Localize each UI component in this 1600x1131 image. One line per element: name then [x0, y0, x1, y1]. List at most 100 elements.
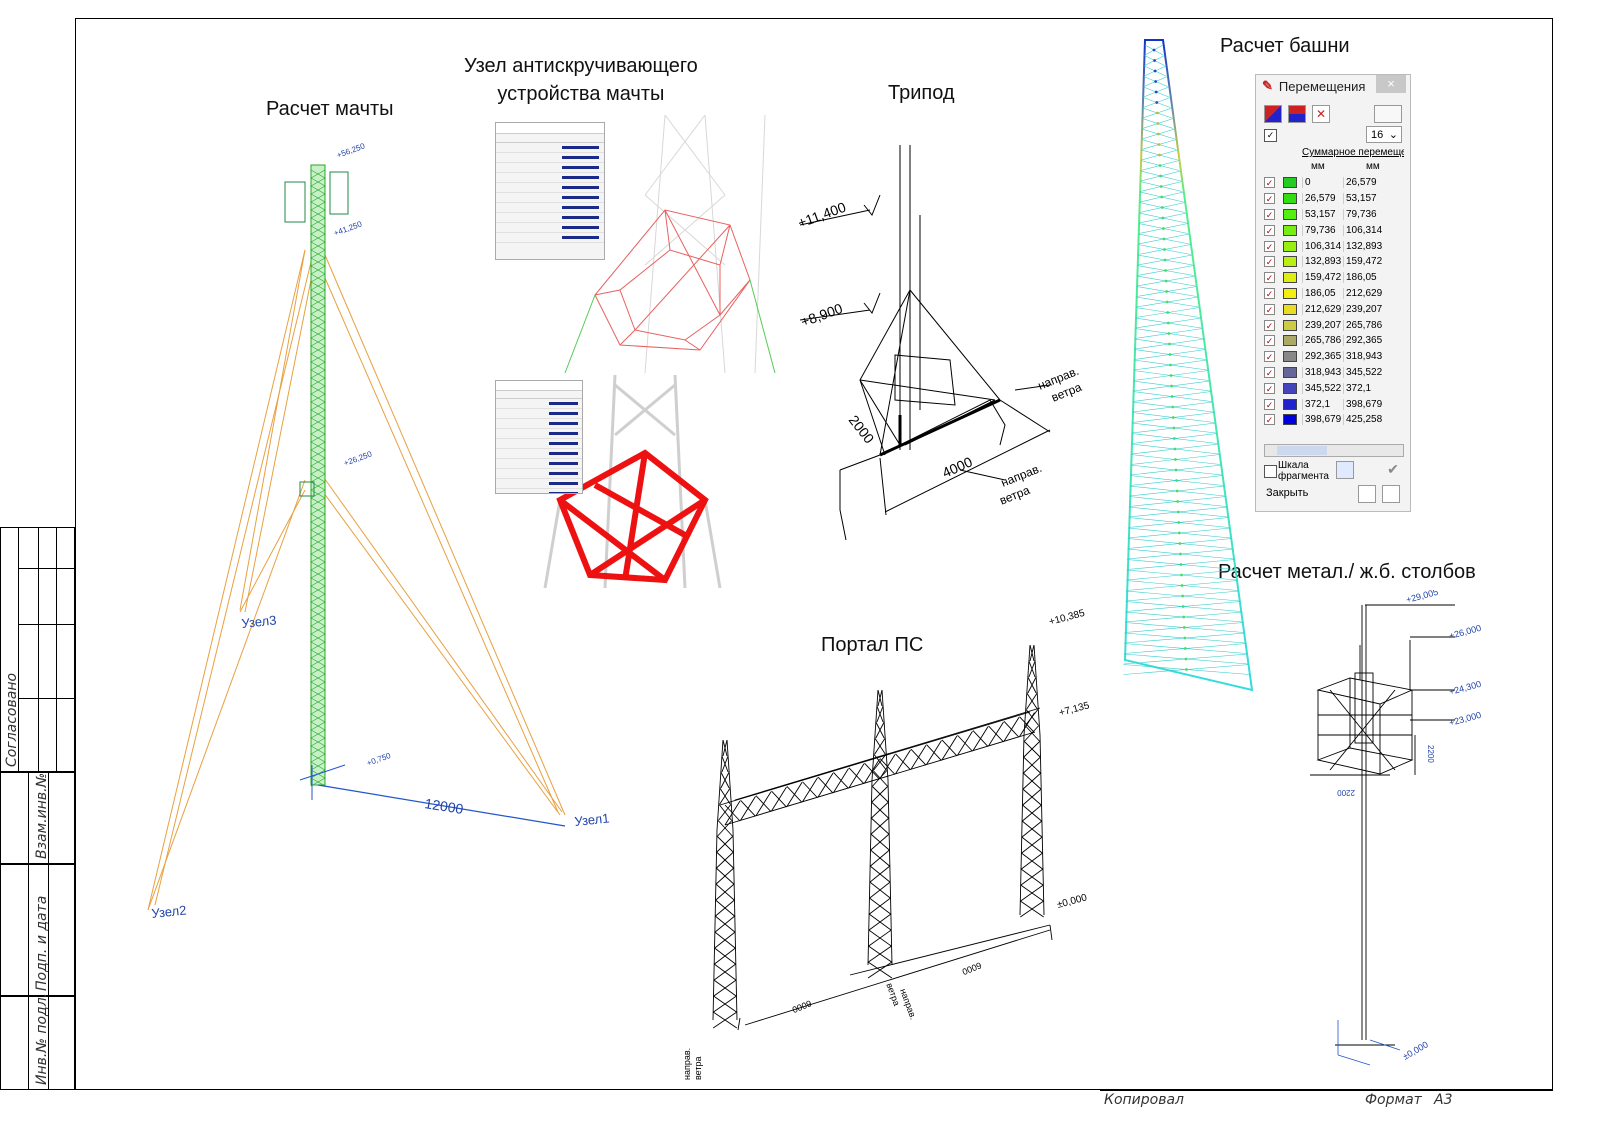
color-swatch[interactable]	[1283, 272, 1297, 284]
color-swatch[interactable]	[1283, 319, 1297, 331]
range-from: 79,736	[1302, 224, 1343, 236]
guy-wires	[147, 249, 566, 911]
color-swatch[interactable]	[1283, 414, 1297, 426]
node-device-lines	[594, 209, 751, 351]
close-button[interactable]: Закрыть	[1266, 487, 1309, 499]
tower-mesh	[1123, 44, 1250, 675]
count-select[interactable]: 16 ⌄	[1366, 126, 1402, 143]
range-to: 292,365	[1343, 335, 1396, 347]
elev-top: +56,250	[336, 141, 367, 160]
export-icon[interactable]	[1358, 485, 1376, 503]
color-swatch[interactable]	[1283, 208, 1297, 220]
export-all-icon[interactable]	[1382, 485, 1400, 503]
portal-elev-top: +10,385	[1048, 608, 1086, 628]
row-checkbox[interactable]: ✓	[1264, 366, 1275, 378]
title-poles: Расчет метал./ ж.б. столбов	[1218, 561, 1476, 583]
pole-elev1: +29,005	[1405, 590, 1439, 605]
row-checkbox[interactable]: ✓	[1264, 319, 1275, 331]
color-swatch[interactable]	[1283, 366, 1297, 378]
mini-row	[496, 193, 604, 203]
color-swatch[interactable]	[1283, 193, 1297, 205]
refresh-icon[interactable]	[1336, 461, 1354, 479]
row-checkbox[interactable]: ✓	[1264, 382, 1275, 394]
color-swatch[interactable]	[1283, 256, 1297, 268]
label-agreed: Согласовано	[4, 672, 20, 767]
range-to: 372,1	[1343, 382, 1396, 394]
tower-outline	[1123, 39, 1254, 692]
row-checkbox[interactable]: ✓	[1264, 208, 1275, 220]
table-header: Суммарное перемеще	[1302, 147, 1404, 158]
mini-row	[496, 203, 604, 213]
scale-settings-icon[interactable]	[1374, 105, 1402, 123]
row-checkbox[interactable]: ✓	[1264, 193, 1275, 205]
grid-off-icon[interactable]: ✕	[1312, 105, 1330, 123]
mini-row	[496, 409, 582, 419]
node-wireframe-top	[564, 114, 776, 374]
scale-checkbox[interactable]	[1264, 465, 1277, 478]
mini-row	[496, 153, 604, 163]
mini-row	[496, 163, 604, 173]
color-swatch[interactable]	[1283, 240, 1297, 252]
row-checkbox[interactable]: ✓	[1264, 414, 1275, 426]
color-swatch[interactable]	[1283, 335, 1297, 347]
range-to: 239,207	[1343, 303, 1396, 315]
row-checkbox[interactable]: ✓	[1264, 240, 1275, 252]
color-swatch[interactable]	[1283, 177, 1297, 189]
show-checkbox[interactable]: ✓	[1264, 129, 1277, 142]
tripod-drawing: +11,400 +8,900 2000 4000 направ.ветра на…	[796, 145, 1084, 541]
row-checkbox[interactable]: ✓	[1264, 335, 1275, 347]
row-checkbox[interactable]: ✓	[1264, 287, 1275, 299]
pole-dim-w: 2200	[1337, 788, 1355, 797]
portal-wind-low: направ.ветра	[682, 1048, 703, 1080]
horizontal-scrollbar[interactable]	[1264, 444, 1404, 457]
title-tower: Расчет башни	[1220, 35, 1350, 57]
color-swatch[interactable]	[1283, 351, 1297, 363]
mini-row	[496, 183, 604, 193]
apply-icon[interactable]: ✔	[1387, 461, 1399, 477]
row-checkbox[interactable]: ✓	[1264, 398, 1275, 410]
row-checkbox[interactable]: ✓	[1264, 351, 1275, 363]
row-checkbox[interactable]: ✓	[1264, 177, 1275, 189]
color-swatch[interactable]	[1283, 224, 1297, 236]
range-from: 239,207	[1302, 319, 1343, 331]
stamp-cell-inv-orig	[0, 996, 75, 1090]
row-checkbox[interactable]: ✓	[1264, 224, 1275, 236]
mini-row	[496, 419, 582, 429]
mini-row	[496, 429, 582, 439]
row-checkbox[interactable]: ✓	[1264, 256, 1275, 268]
tripod-dim-base: 4000	[940, 453, 975, 480]
stiffness-window-2	[495, 380, 583, 494]
elev-mid: +26,250	[343, 449, 374, 468]
color-swatch[interactable]	[1283, 382, 1297, 394]
title-mast: Расчет мачты	[266, 98, 394, 120]
row-checkbox[interactable]: ✓	[1264, 303, 1275, 315]
color-swatch[interactable]	[1283, 398, 1297, 410]
range-from: 398,679	[1302, 414, 1343, 426]
color-swatch[interactable]	[1283, 303, 1297, 315]
palette-icon[interactable]	[1288, 105, 1306, 123]
color-fill-icon[interactable]	[1264, 105, 1282, 123]
range-from: 26,579	[1302, 193, 1343, 205]
color-swatch[interactable]	[1283, 287, 1297, 299]
range-to: 212,629	[1343, 287, 1396, 299]
antenna-platforms	[284, 171, 349, 497]
row-checkbox[interactable]: ✓	[1264, 272, 1275, 284]
close-icon[interactable]: ×	[1376, 75, 1406, 93]
range-from: 0	[1302, 177, 1343, 189]
